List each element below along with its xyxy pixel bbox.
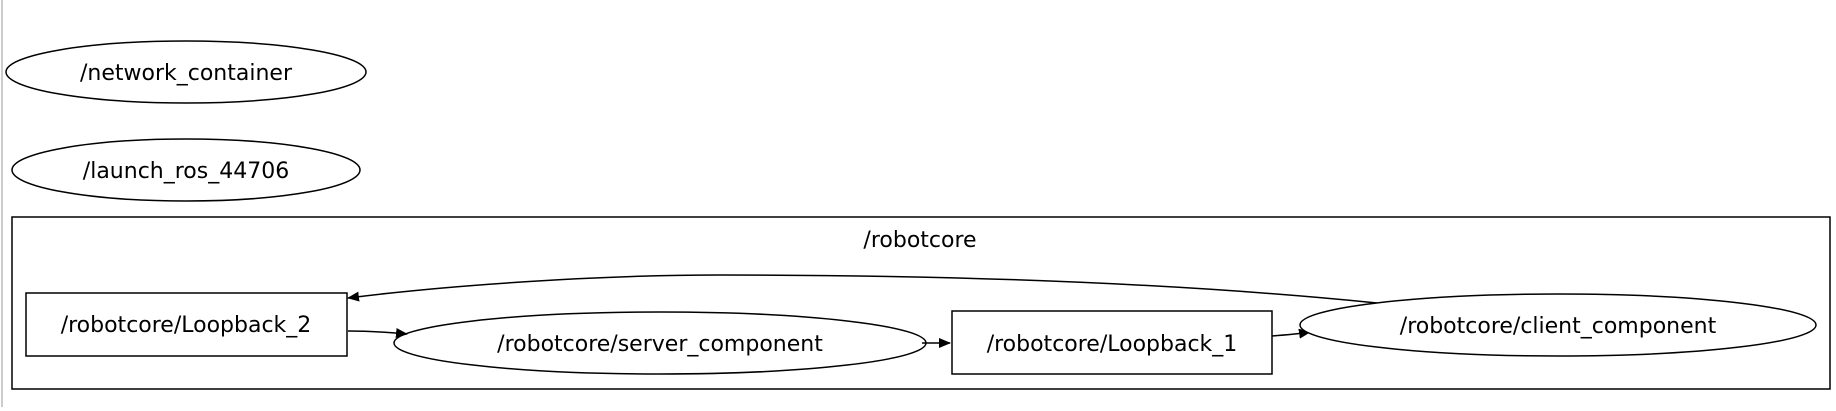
node-shape [951,310,1273,375]
node-server-component[interactable]: /robotcore/server_component [393,311,927,375]
edge-loopback1-to-client [1271,328,1311,339]
node-shape [5,40,367,104]
node-label: /robotcore/server_component [497,332,823,357]
edge-client-to-loopback2 [347,274,1378,304]
node-shape [393,311,927,375]
cluster-robotcore: /robotcore [11,216,1831,390]
node-loopback-1[interactable]: /robotcore/Loopback_1 [951,310,1273,375]
node-client-component[interactable]: /robotcore/client_component [1299,293,1817,357]
node-shape [11,138,361,202]
cluster-box [11,216,1831,390]
node-shape [25,292,348,357]
node-label: /launch_ros_44706 [83,159,289,184]
cluster-label: /robotcore [863,228,976,253]
edge-loopback2-to-server [347,328,408,338]
node-label: /robotcore/client_component [1400,314,1717,339]
node-launch-ros[interactable]: /launch_ros_44706 [11,138,361,202]
node-label: /robotcore/Loopback_2 [61,313,312,338]
node-label: /network_container [80,61,293,86]
node-loopback-2[interactable]: /robotcore/Loopback_2 [25,292,348,357]
node-network-container[interactable]: /network_container [5,40,367,104]
node-label: /robotcore/Loopback_1 [987,332,1238,357]
node-shape [1299,293,1817,357]
